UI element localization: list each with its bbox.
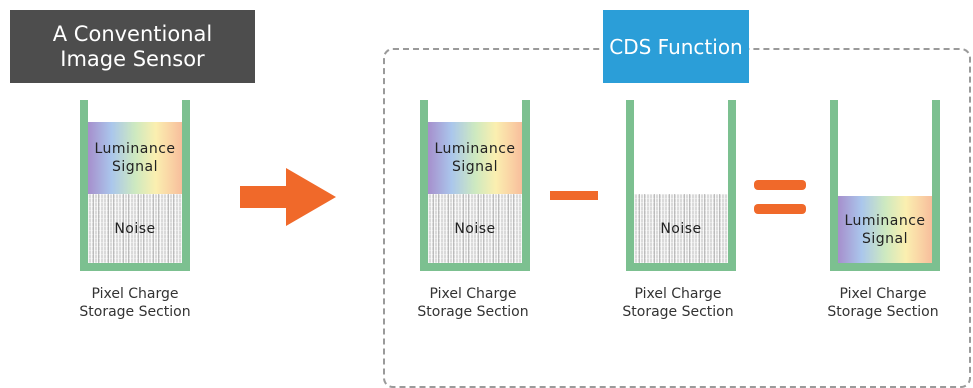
noise-layer: Noise [428, 194, 522, 263]
noise-layer: Noise [634, 194, 728, 263]
cds-step1-beaker: Luminance Signal Noise [420, 100, 530, 271]
conventional-pixel-beaker: Luminance Signal Noise [80, 100, 190, 271]
cds-step2-beaker: Noise [626, 100, 736, 271]
cds-step3-caption: Pixel Charge Storage Section [827, 286, 939, 320]
minus-sign [550, 191, 598, 200]
cds-function-title: CDS Function [603, 10, 749, 83]
cds-step2-caption: Pixel Charge Storage Section [622, 286, 734, 320]
luminance-signal-layer: Luminance Signal [88, 122, 182, 194]
equals-top-bar [754, 180, 806, 190]
conventional-caption: Pixel Charge Storage Section [79, 286, 191, 320]
equals-sign [754, 180, 806, 214]
luminance-signal-layer: Luminance Signal [838, 196, 932, 263]
cds-step3-beaker: Luminance Signal [830, 100, 940, 271]
noise-layer: Noise [88, 194, 182, 263]
cds-step1-caption: Pixel Charge Storage Section [417, 286, 529, 320]
right-arrow-icon [240, 168, 336, 226]
conventional-sensor-title: A Conventional Image Sensor [10, 10, 255, 83]
equals-bottom-bar [754, 204, 806, 214]
luminance-signal-layer: Luminance Signal [428, 122, 522, 194]
